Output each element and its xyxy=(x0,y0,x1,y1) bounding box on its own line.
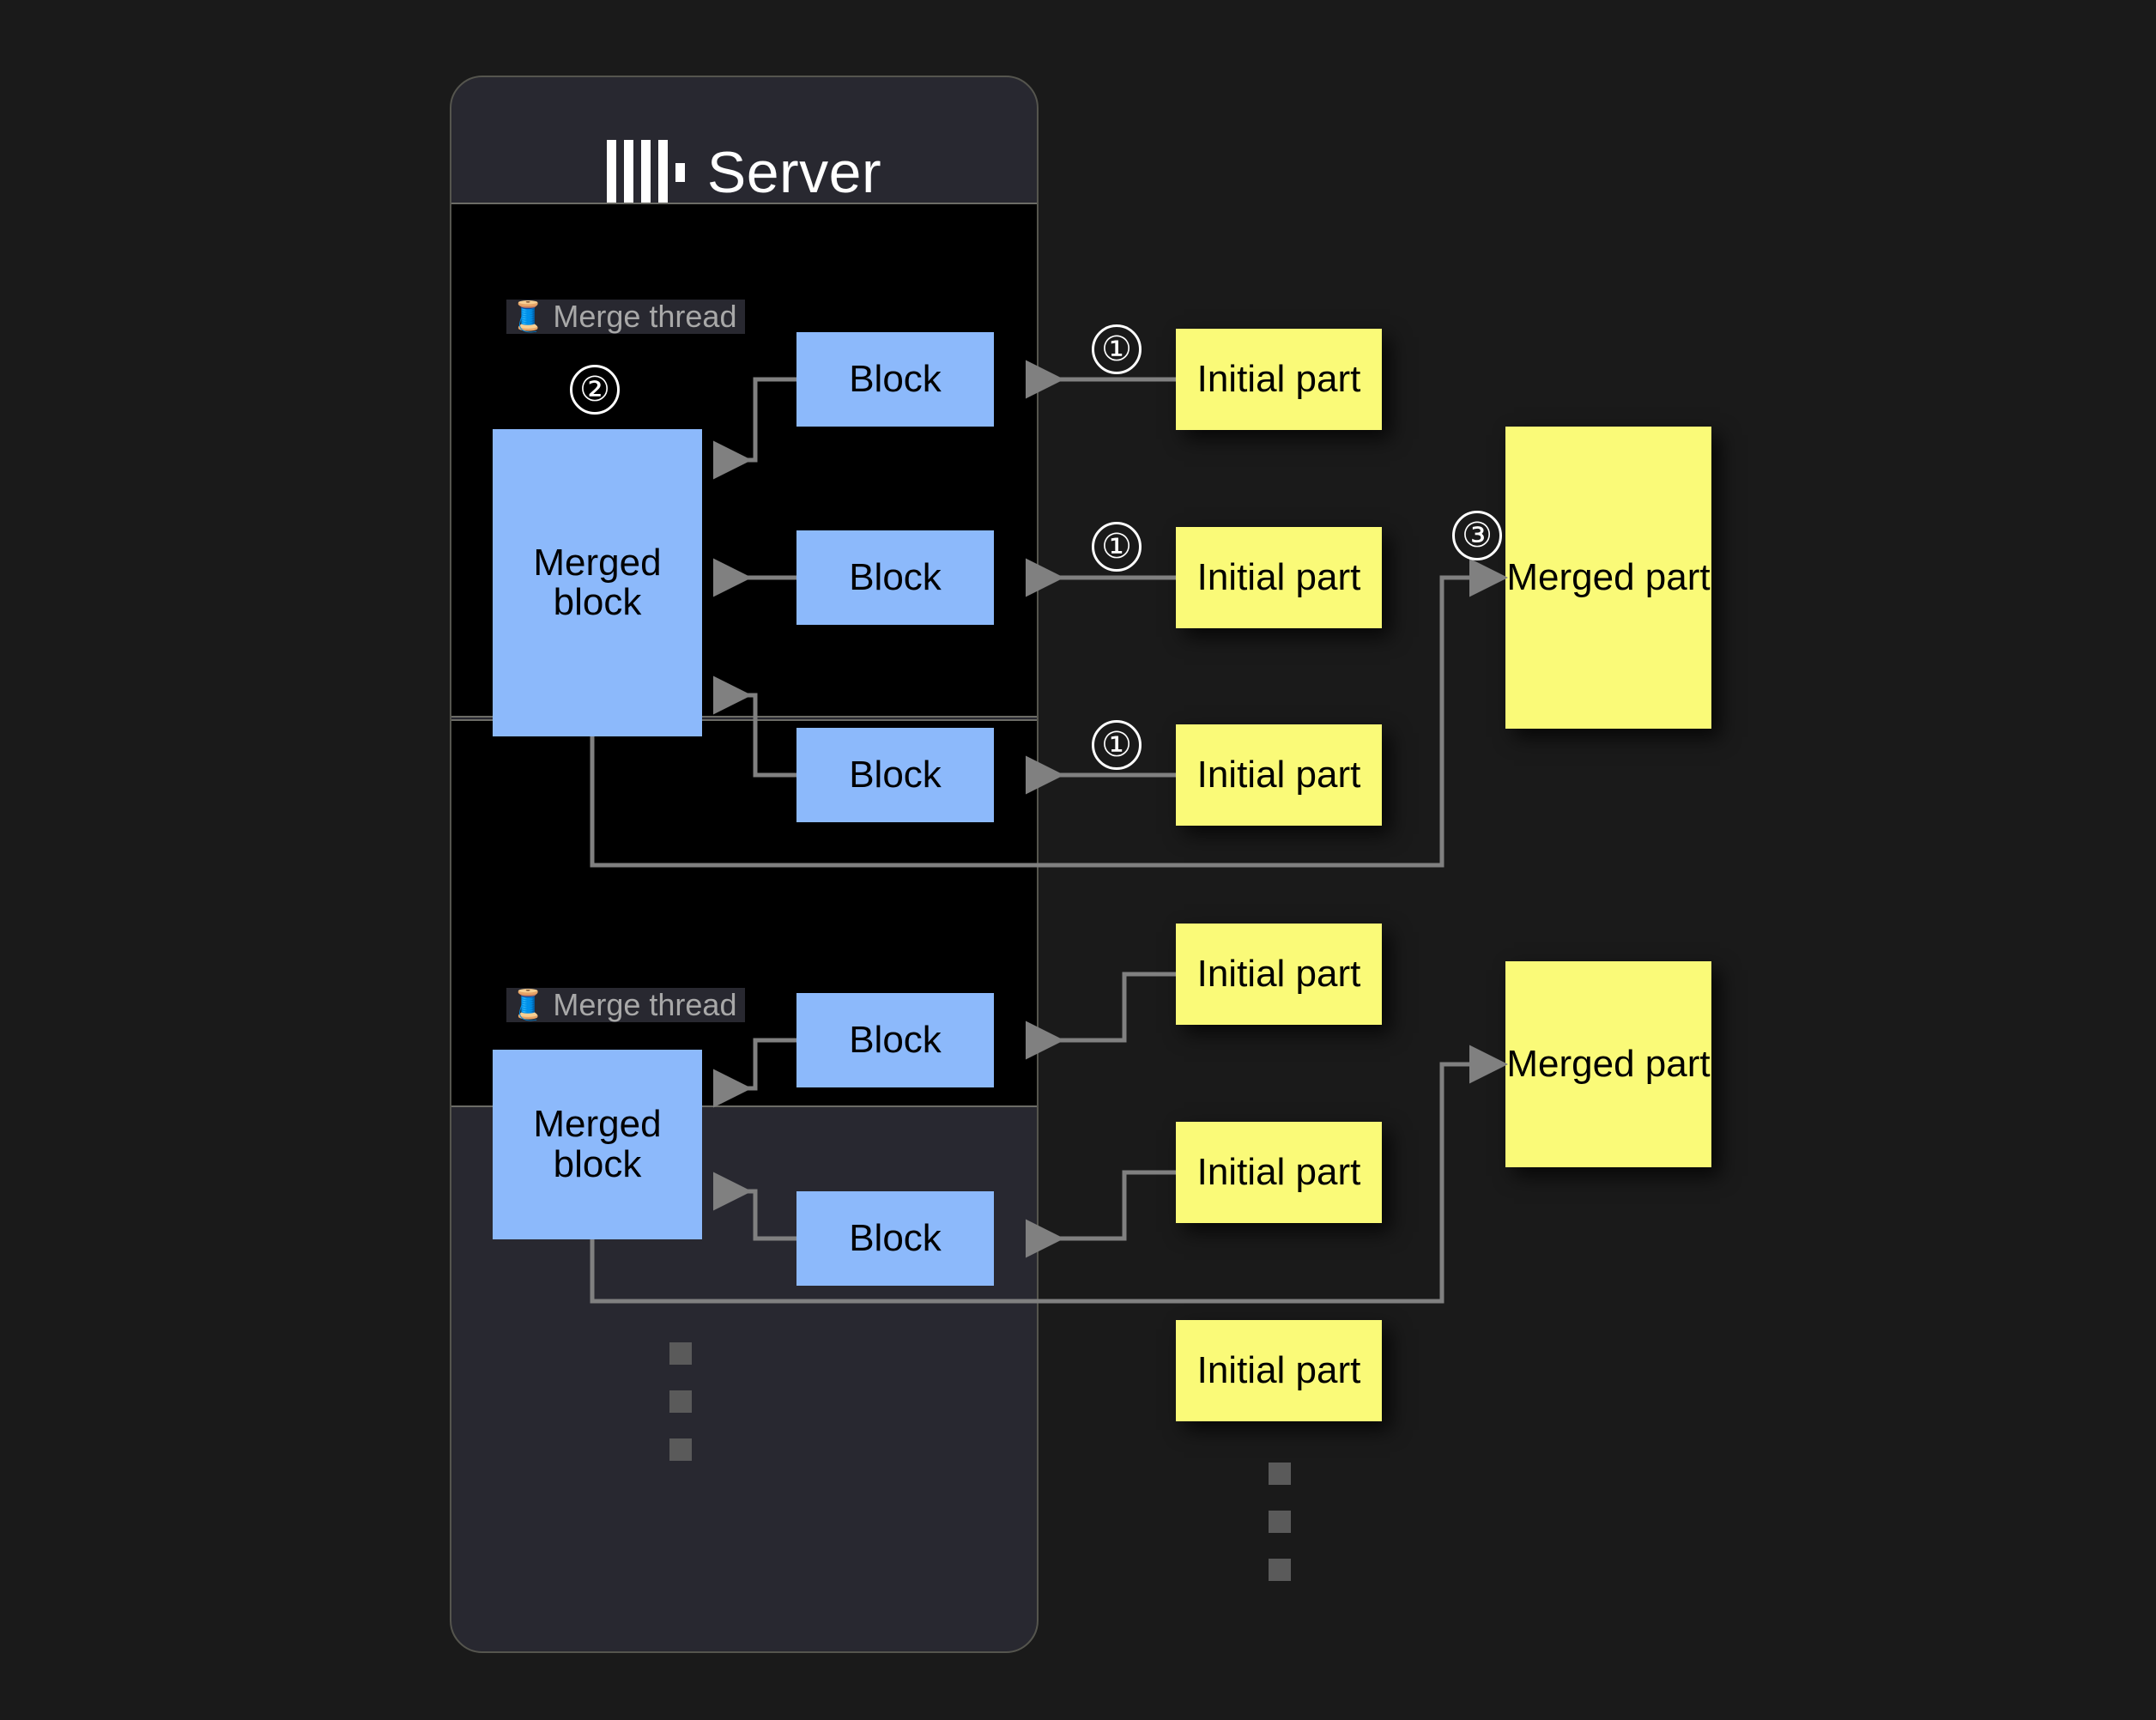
merged-part-2: Merged part xyxy=(1505,961,1711,1167)
step-marker-3: ③ xyxy=(1452,511,1502,560)
block-label: Block xyxy=(849,555,942,598)
step-marker-1a: ① xyxy=(1092,324,1142,374)
block-2-2: Block xyxy=(796,1191,994,1286)
step-marker-1b: ① xyxy=(1092,522,1142,572)
initial-part-label: Initial part xyxy=(1196,753,1361,796)
server-ellipsis-dot xyxy=(669,1438,692,1461)
parts-ellipsis-dot xyxy=(1269,1559,1291,1581)
initial-part-label: Initial part xyxy=(1196,1348,1361,1391)
initial-part-2-2: Initial part xyxy=(1176,1122,1382,1223)
step-marker-2: ② xyxy=(570,365,620,415)
clickhouse-logo-icon xyxy=(606,140,685,205)
thread-spool-icon: 🧵 xyxy=(510,989,547,1021)
block-1-1: Block xyxy=(796,332,994,427)
merge-thread-legend-1: 🧵 Merge thread xyxy=(506,299,746,334)
merge-thread-legend-2: 🧵 Merge thread xyxy=(506,987,746,1022)
block-2-1: Block xyxy=(796,993,994,1087)
initial-part-1-1: Initial part xyxy=(1176,329,1382,430)
block-1-2: Block xyxy=(796,530,994,625)
block-label: Block xyxy=(849,357,942,400)
merged-block-label: Merged block xyxy=(533,1103,662,1185)
merged-block-label: Merged block xyxy=(533,541,662,623)
initial-part-extra: Initial part xyxy=(1176,1320,1382,1421)
merged-part-label: Merged part xyxy=(1506,1042,1711,1085)
initial-part-label: Initial part xyxy=(1196,1150,1361,1193)
parts-ellipsis-dot xyxy=(1269,1511,1291,1533)
thread-spool-icon: 🧵 xyxy=(510,300,547,333)
initial-part-2-1: Initial part xyxy=(1176,924,1382,1025)
initial-part-label: Initial part xyxy=(1196,952,1361,995)
block-1-3: Block xyxy=(796,728,994,822)
merge-thread-label: Merge thread xyxy=(553,299,737,334)
merged-block-2: Merged block xyxy=(493,1050,702,1239)
merged-part-1: Merged part xyxy=(1505,427,1711,729)
initial-part-1-2: Initial part xyxy=(1176,527,1382,628)
step-marker-1c: ① xyxy=(1092,720,1142,770)
initial-part-label: Initial part xyxy=(1196,555,1361,598)
server-ellipsis-dot xyxy=(669,1390,692,1413)
initial-part-1-3: Initial part xyxy=(1176,724,1382,826)
server-title: Server xyxy=(706,140,882,205)
initial-part-label: Initial part xyxy=(1196,357,1361,400)
merged-block-1: Merged block xyxy=(493,429,702,736)
server-header: Server xyxy=(451,77,1037,268)
block-label: Block xyxy=(849,753,942,796)
block-label: Block xyxy=(849,1018,942,1061)
merge-thread-label: Merge thread xyxy=(553,987,737,1022)
merged-part-label: Merged part xyxy=(1506,555,1711,598)
parts-ellipsis-dot xyxy=(1269,1463,1291,1485)
server-ellipsis-dot xyxy=(669,1342,692,1365)
block-label: Block xyxy=(849,1216,942,1259)
